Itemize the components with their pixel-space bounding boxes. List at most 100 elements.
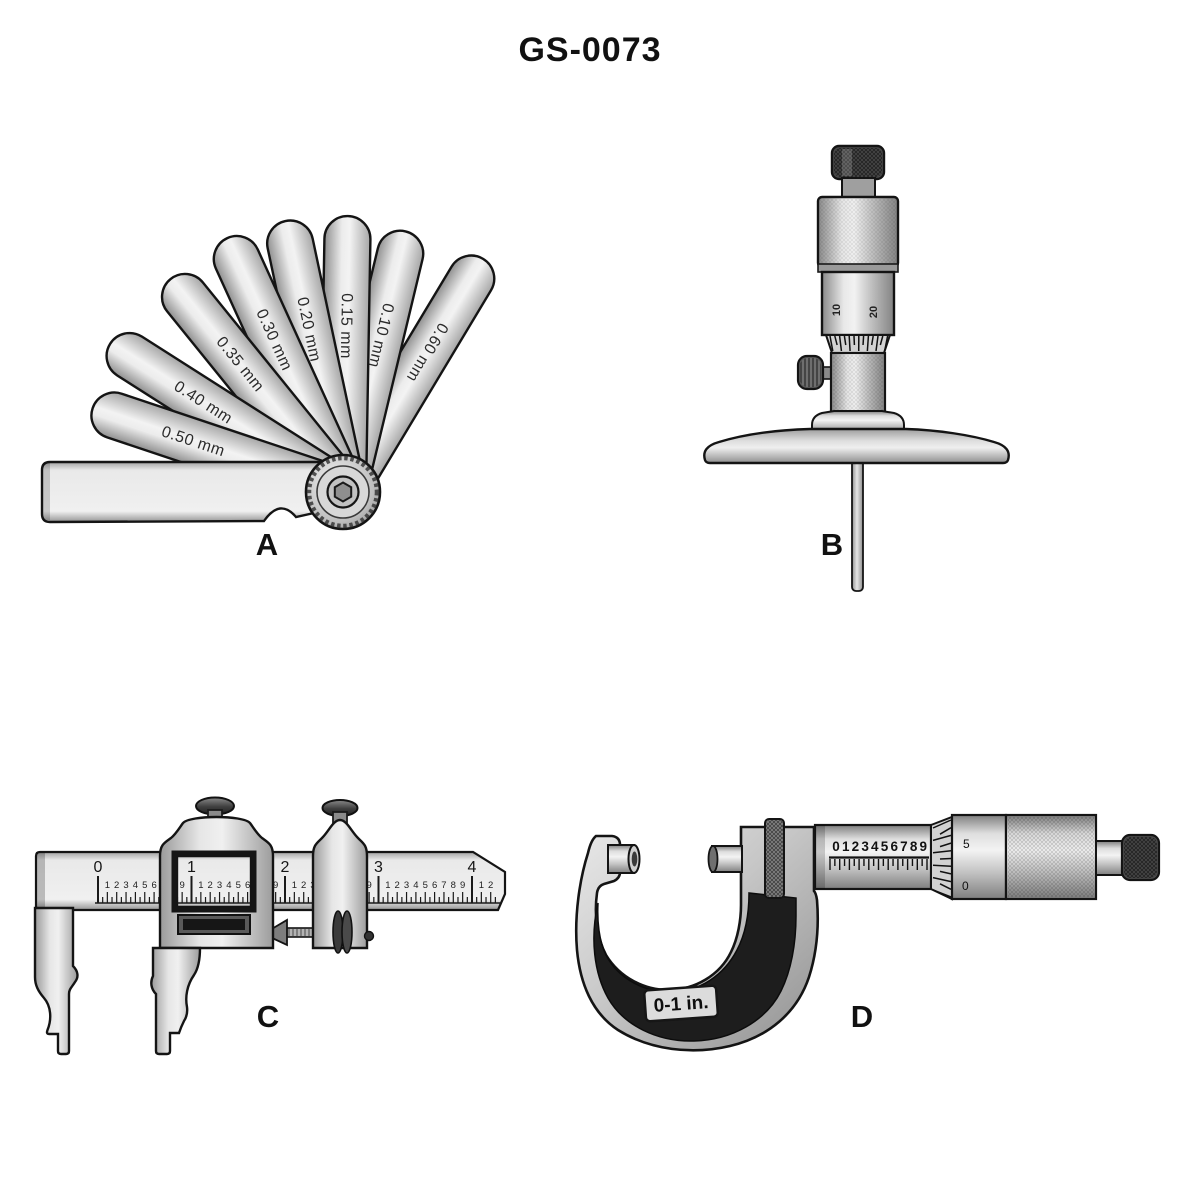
cal-minor-number: 1 <box>479 880 484 891</box>
pivot-hex-socket <box>333 481 353 503</box>
b-barrel-ridge <box>817 263 899 273</box>
figure-b-label: B <box>821 527 843 562</box>
cal-minor-number: 6 <box>432 880 437 891</box>
cal-minor-number: 5 <box>423 880 428 891</box>
cal-minor-number: 1 <box>105 880 110 891</box>
b-lock-knob-ribs <box>800 358 821 387</box>
figure-feeler-gauge: 0.60 mm0.10 mm0.15 mm0.20 mm0.30 mm0.35 … <box>40 214 496 562</box>
b-thimble <box>820 270 896 337</box>
cal-minor-number: 1 <box>292 880 297 891</box>
cal-fine-adjust-rod-thread <box>287 929 315 936</box>
figure-d-label: D <box>851 999 873 1034</box>
b-bevel-tick <box>870 335 874 346</box>
mic-thimble-graduations <box>932 819 952 898</box>
cal-minor-number: 6 <box>245 880 250 891</box>
cal-slider-1[interactable] <box>150 796 275 1056</box>
cal-minor-number: 8 <box>451 880 456 891</box>
cal-minor-number: 5 <box>236 880 241 891</box>
cal-vernier-slot-inner <box>183 919 245 930</box>
mic-bevel-tick <box>939 870 952 875</box>
pivot-knurl-ring <box>306 455 380 529</box>
b-bevel-tick <box>834 335 838 346</box>
mic-bevel-tick <box>939 827 952 835</box>
cal-minor-number: 4 <box>413 880 418 891</box>
b-bevel-tick <box>843 335 847 346</box>
cal-minor-number: 9 <box>180 880 185 891</box>
mic-bevel-tick <box>939 857 952 860</box>
cal-major-number: 0 <box>94 859 103 876</box>
cal-fixed-jaw <box>33 906 79 1056</box>
b-bevel-tick <box>838 335 843 352</box>
cal-major-number: 3 <box>374 859 383 876</box>
cal-minor-number: 2 <box>208 880 213 891</box>
mic-sleeve-digit: 4 <box>871 839 879 854</box>
mic-thimble-digit-5: 5 <box>963 837 970 851</box>
feeler-pivot-nut <box>304 453 382 531</box>
cal-slider-2[interactable] <box>311 799 375 954</box>
mic-sleeve-left-shading <box>815 825 825 889</box>
mic-sleeve-digit: 0 <box>832 839 840 854</box>
cal-clamp-wheel-right[interactable] <box>341 910 353 954</box>
b-bevel-tick <box>883 335 889 352</box>
mic-sleeve-digit: 7 <box>900 839 908 854</box>
mic-bevel-tick <box>932 834 952 842</box>
mic-bevel-tick <box>932 876 952 883</box>
cal-minor-number: 2 <box>114 880 119 891</box>
cal-slider-1-jaw <box>150 946 202 1056</box>
cal-minor-number: 5 <box>142 880 147 891</box>
figure-depth-micrometer: 10 20 B <box>703 144 1010 592</box>
mic-sleeve-digit: 1 <box>842 839 850 854</box>
mic-range-plate: 0-1 in. <box>643 984 720 1023</box>
cal-minor-number: 1 <box>198 880 203 891</box>
cal-major-number: 1 <box>187 859 196 876</box>
mic-bevel-tick <box>932 864 952 867</box>
mic-thimble-digit-0: 0 <box>962 879 969 893</box>
cal-minor-number: 3 <box>123 880 128 891</box>
figure-vernier-caliper: 0123456789112345678921234567893123456789… <box>33 796 507 1056</box>
mic-sleeve-digit: 3 <box>861 839 869 854</box>
cal-major-number: 2 <box>281 859 290 876</box>
mic-sleeve-digit: 2 <box>852 839 860 854</box>
cal-major-number: 4 <box>468 859 477 876</box>
b-bevel-tick <box>866 335 870 352</box>
feeler-holder-edge-shading <box>43 463 50 520</box>
cal-minor-number: 1 <box>385 880 390 891</box>
cal-vernier-window-frame <box>171 850 257 913</box>
mic-range-plate-bg <box>643 984 720 1023</box>
b-bevel-tick <box>862 335 865 346</box>
mic-thimble-body <box>950 813 1008 901</box>
b-thimble-mark-20: 20 <box>868 306 880 318</box>
cal-minor-number: 9 <box>273 880 278 891</box>
b-bevel-tick <box>879 335 884 346</box>
b-sleeve-texture <box>833 355 883 412</box>
cal-minor-number: 9 <box>367 880 372 891</box>
cal-slider-2-body[interactable] <box>311 818 369 950</box>
mic-ratchet-knurl <box>1124 837 1157 878</box>
b-base-plate <box>703 427 1010 465</box>
b-bevel-tick <box>875 335 879 352</box>
mic-spindle-tip-face <box>707 845 719 873</box>
mic-anvil-face-hole <box>631 851 638 867</box>
b-upper-barrel-texture <box>820 199 896 265</box>
mic-sleeve-digit: 5 <box>881 839 889 854</box>
b-bevel-graduations <box>829 335 889 352</box>
feeler-blade-label: 0.15 mm <box>337 293 355 359</box>
mic-bevel-tick <box>932 889 952 898</box>
cal-minor-number: 3 <box>404 880 409 891</box>
page-title: GS-0073 <box>518 31 661 69</box>
mic-ratchet-neck <box>1095 840 1123 876</box>
b-measuring-rod <box>851 447 864 592</box>
b-base-mount <box>811 410 905 434</box>
figure-c-label: C <box>257 999 279 1034</box>
mic-thimble-knurl-texture <box>1008 817 1094 897</box>
cal-beam-left-shading <box>37 853 45 909</box>
cal-minor-number: 3 <box>217 880 222 891</box>
mic-lock-ring-knurl <box>766 820 783 897</box>
cal-clamp-screw <box>363 930 375 942</box>
cal-minor-number: 2 <box>488 880 493 891</box>
cal-minor-number: 4 <box>226 880 231 891</box>
mic-sleeve-digit: 6 <box>890 839 898 854</box>
b-thimble-mark-10: 10 <box>831 304 843 316</box>
